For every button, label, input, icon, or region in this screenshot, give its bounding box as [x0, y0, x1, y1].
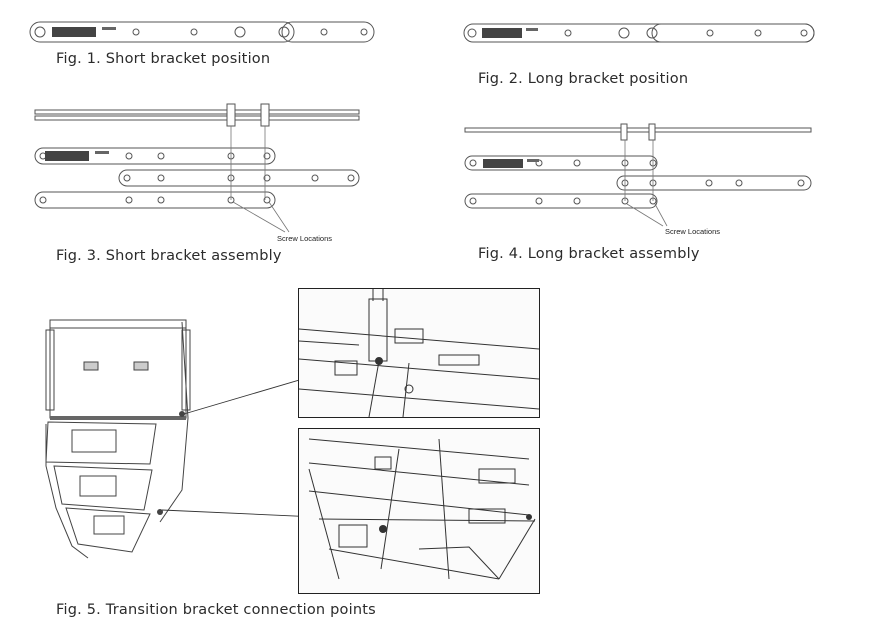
fig5-caption: Fig. 5. Transition bracket connection po…: [56, 602, 376, 618]
fig4-caption: Fig. 4. Long bracket assembly: [478, 246, 700, 262]
fig4-annotation: Screw Locations: [665, 227, 720, 236]
fig2-drawing: [462, 22, 816, 44]
fig3-drawing: Screw Locations: [33, 100, 363, 250]
fig3-caption: Fig. 3. Short bracket assembly: [56, 248, 282, 264]
fig3-annotation: Screw Locations: [277, 234, 332, 243]
detail-inset-bottom: [298, 428, 540, 594]
fig4-drawing: Screw Locations: [463, 120, 815, 240]
fig1-drawing: [28, 20, 378, 44]
fig2-caption: Fig. 2. Long bracket position: [478, 71, 689, 87]
fig1-caption: Fig. 1. Short bracket position: [56, 51, 271, 67]
detail-inset-top: [298, 288, 540, 418]
speaker-array-drawing: [32, 290, 212, 580]
